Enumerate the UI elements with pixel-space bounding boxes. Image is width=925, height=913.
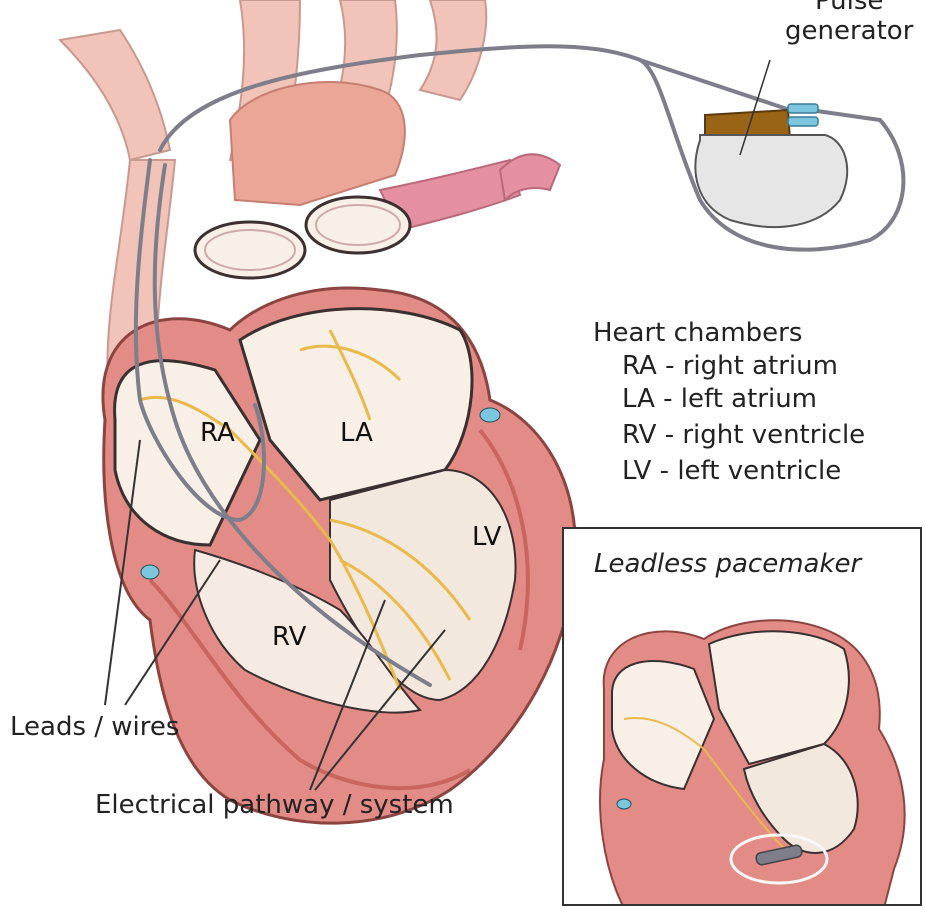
generator-label-line2: generator bbox=[785, 16, 913, 46]
chamber-lv-label: LV bbox=[472, 522, 501, 552]
legend-title: Heart chambers bbox=[593, 318, 802, 348]
chamber-rv-label: RV bbox=[272, 622, 306, 652]
generator-label-line1: Pulse bbox=[785, 0, 913, 16]
leadless-pacemaker-inset: Leadless pacemaker bbox=[562, 527, 922, 906]
electrical-callout-label: Electrical pathway / system bbox=[95, 790, 454, 820]
legend-item: LV - left ventricle bbox=[622, 456, 841, 486]
legend-item: LA - left atrium bbox=[622, 384, 817, 414]
chamber-ra-label: RA bbox=[200, 418, 235, 448]
leads-callout-label: Leads / wires bbox=[10, 712, 179, 742]
valve-rings bbox=[195, 197, 410, 278]
generator-label: Pulse generator bbox=[785, 0, 913, 46]
legend-item: RA - right atrium bbox=[622, 351, 838, 381]
chamber-la-label: LA bbox=[340, 418, 373, 448]
legend-item: RV - right ventricle bbox=[622, 420, 865, 450]
inset-heart-illustration bbox=[564, 529, 922, 906]
